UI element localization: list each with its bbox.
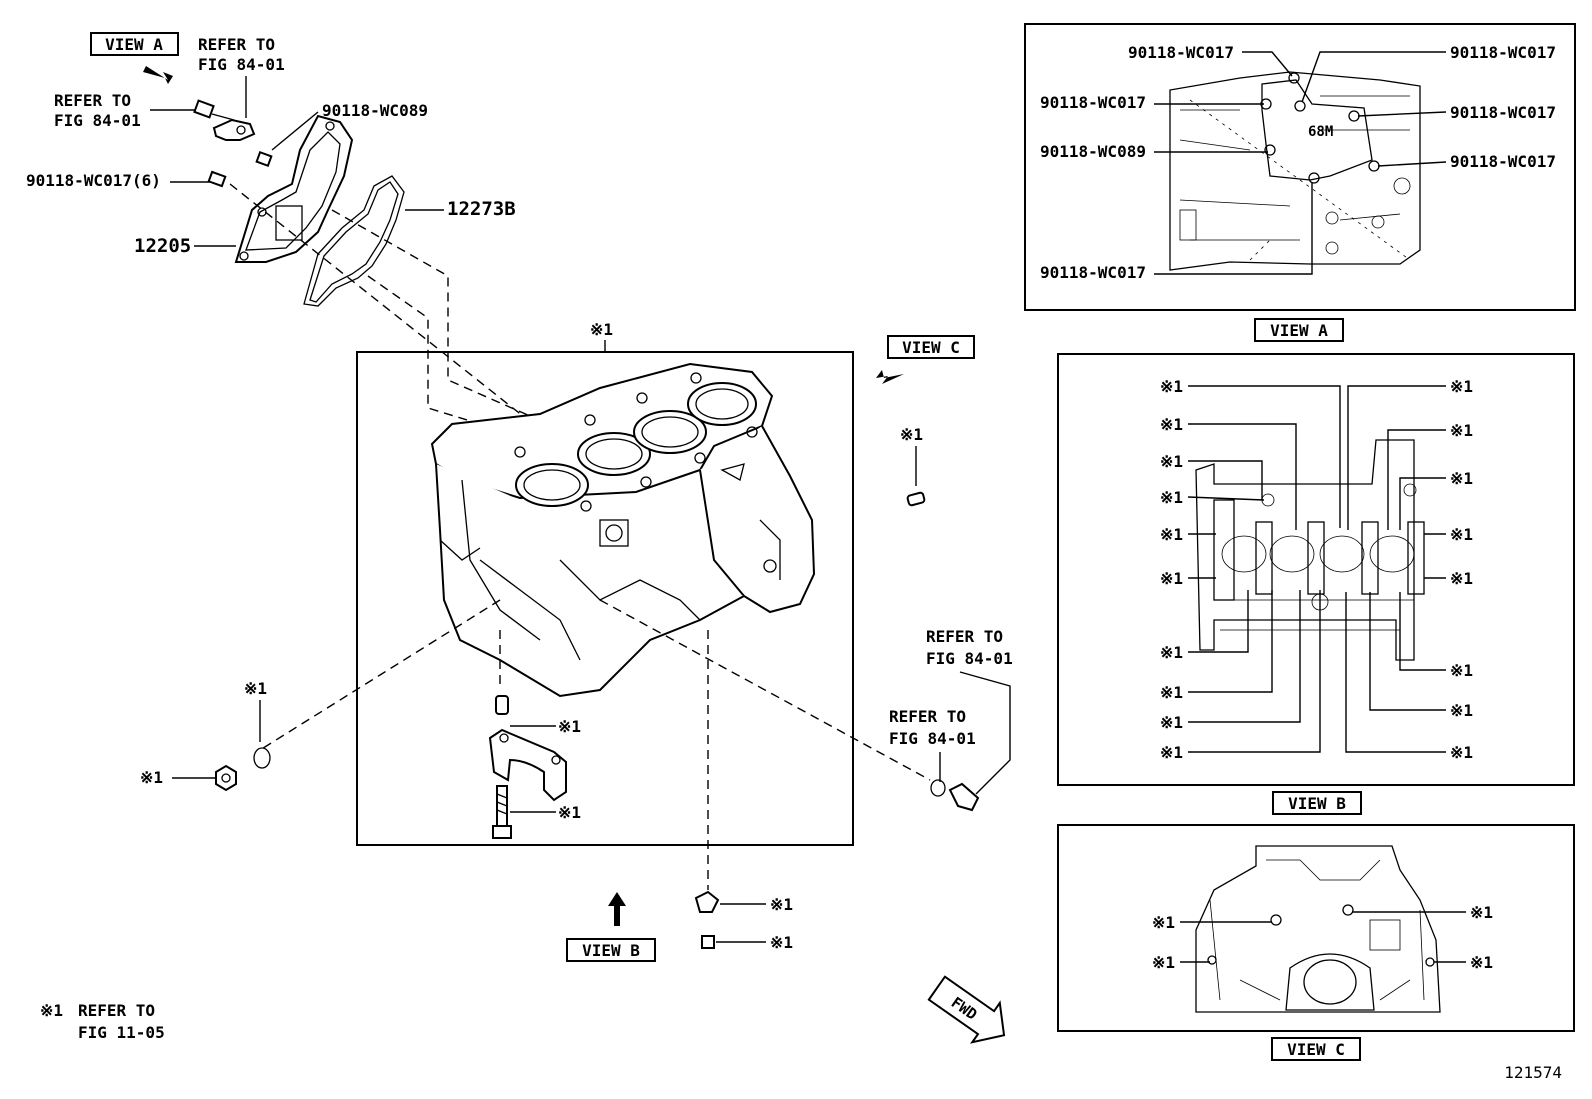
view-b-mark-r2[interactable]: ※1 xyxy=(1450,421,1473,440)
cover-12205-label[interactable]: 12205 xyxy=(134,235,191,257)
bearing-cap-icon[interactable] xyxy=(488,728,567,802)
view-b-mark-l2[interactable]: ※1 xyxy=(1160,415,1183,434)
timing-cover-12205[interactable] xyxy=(234,114,354,263)
illustration-id: 121574 xyxy=(1504,1063,1562,1082)
view-b-mark-r4[interactable]: ※1 xyxy=(1450,525,1473,544)
view-b-mark-r8[interactable]: ※1 xyxy=(1450,743,1473,762)
pin-icon[interactable] xyxy=(906,491,926,507)
view-b-mark-r5[interactable]: ※1 xyxy=(1450,569,1473,588)
view-b-panel xyxy=(1057,353,1575,786)
view-c-mark-l2[interactable]: ※1 xyxy=(1152,953,1175,972)
view-b-mark-l4[interactable]: ※1 xyxy=(1160,488,1183,507)
view-b-title-label: VIEW B xyxy=(1288,794,1346,813)
ref-mark-oring[interactable]: ※1 xyxy=(244,679,267,698)
refer-fig-84-01-b-line2[interactable]: FIG 84-01 xyxy=(54,111,141,130)
view-a-callout-r3[interactable]: 90118-WC017 xyxy=(1450,152,1556,171)
view-a-panel xyxy=(1024,23,1576,311)
view-b-tag-label: VIEW B xyxy=(582,941,640,960)
view-c-panel xyxy=(1057,824,1575,1032)
cap-bolt-icon[interactable] xyxy=(492,785,512,839)
bolt-90118-wc089-label[interactable]: 90118-WC089 xyxy=(322,101,428,120)
fwd-arrow-icon: FWD xyxy=(927,975,1006,1044)
view-a-title-label: VIEW A xyxy=(1270,321,1328,340)
refer-fig-84-01-d-line1[interactable]: REFER TO xyxy=(889,707,966,726)
view-b-arrow-icon xyxy=(608,892,626,926)
view-c-title: VIEW C xyxy=(1271,1037,1361,1061)
view-b-title: VIEW B xyxy=(1272,791,1362,815)
view-b-callouts-right: ※1 ※1 ※1 ※1 ※1 ※1 ※1 ※1 xyxy=(1345,377,1473,762)
view-b-mark-l10[interactable]: ※1 xyxy=(1160,743,1183,762)
view-a-tag[interactable]: VIEW A xyxy=(90,32,179,56)
view-b-mark-l9[interactable]: ※1 xyxy=(1160,713,1183,732)
view-c-tag[interactable]: VIEW C xyxy=(887,335,975,359)
view-b-mark-r6[interactable]: ※1 xyxy=(1450,661,1473,680)
gasket-12273b[interactable] xyxy=(303,175,405,307)
sensor-bolt-icon[interactable] xyxy=(193,99,235,121)
view-b-callouts-left: ※1 ※1 ※1 ※1 ※1 ※1 ※1 ※1 ※1 ※1 xyxy=(1160,377,1341,762)
view-a-callout-r1[interactable]: 90118-WC017 xyxy=(1450,43,1556,62)
drain-plug-icon[interactable] xyxy=(215,764,237,792)
refer-fig-84-01-a-line2[interactable]: FIG 84-01 xyxy=(198,55,285,74)
view-a-drawing: 68M xyxy=(1169,71,1421,271)
view-a-callout-l3[interactable]: 90118-WC089 xyxy=(1040,142,1146,161)
view-a-title: VIEW A xyxy=(1254,318,1344,342)
view-a-callout-l2[interactable]: 90118-WC017 xyxy=(1040,93,1146,112)
ref-mark-block[interactable]: ※1 xyxy=(590,320,613,339)
footnote-mark: ※1 xyxy=(40,1001,63,1020)
view-a-callout-r2[interactable]: 90118-WC017 xyxy=(1450,103,1556,122)
refer-fig-84-01-c-line2[interactable]: FIG 84-01 xyxy=(926,649,1013,668)
ref-mark-cap-bolt[interactable]: ※1 xyxy=(558,803,581,822)
sensor-icon[interactable] xyxy=(212,118,256,141)
view-a-arrow-icon xyxy=(143,66,173,84)
view-b-mark-r1[interactable]: ※1 xyxy=(1450,377,1473,396)
ref-mark-plug[interactable]: ※1 xyxy=(140,768,163,787)
oil-jet-bolt-icon[interactable] xyxy=(701,935,715,949)
refer-fig-84-01-c-line1[interactable]: REFER TO xyxy=(926,627,1003,646)
view-b-mark-l6[interactable]: ※1 xyxy=(1160,569,1183,588)
cylinder-block-assembly[interactable] xyxy=(430,362,816,698)
footnote-line1: REFER TO xyxy=(78,1001,155,1020)
ref-mark-oil-jet[interactable]: ※1 xyxy=(770,895,793,914)
bolt-90118-wc017-6-label[interactable]: 90118-WC017(6) xyxy=(26,171,161,190)
oil-pressure-sensor-icon[interactable] xyxy=(948,782,980,812)
view-c-tag-label: VIEW C xyxy=(902,338,960,357)
view-c-mark-r1[interactable]: ※1 xyxy=(1470,903,1493,922)
dowel-pin-icon[interactable] xyxy=(495,695,509,715)
gasket-12273b-label[interactable]: 12273B xyxy=(447,198,516,220)
view-a-callout-l4[interactable]: 90118-WC017 xyxy=(1040,263,1146,282)
oil-sensor-oring-icon[interactable] xyxy=(930,779,946,797)
ref-mark-pin[interactable]: ※1 xyxy=(900,425,923,444)
refer-fig-84-01-d-line2[interactable]: FIG 84-01 xyxy=(889,729,976,748)
view-c-drawing xyxy=(1195,845,1441,1013)
ref-mark-dowel[interactable]: ※1 xyxy=(558,717,581,736)
view-b-mark-l7[interactable]: ※1 xyxy=(1160,643,1183,662)
o-ring-icon[interactable] xyxy=(253,747,271,769)
view-b-mark-r3[interactable]: ※1 xyxy=(1450,469,1473,488)
view-b-mark-l3[interactable]: ※1 xyxy=(1160,452,1183,471)
view-b-drawing xyxy=(1195,439,1425,661)
view-c-mark-l1[interactable]: ※1 xyxy=(1152,913,1175,932)
bolt-wc017-icon[interactable] xyxy=(207,170,227,188)
view-c-arrow-icon xyxy=(876,370,904,384)
ref-mark-oil-jet-bolt[interactable]: ※1 xyxy=(770,933,793,952)
view-a-tag-label: VIEW A xyxy=(105,35,163,54)
view-a-callout-l1[interactable]: 90118-WC017 xyxy=(1128,43,1234,62)
footnote-line2: FIG 11-05 xyxy=(78,1023,165,1042)
view-b-mark-l5[interactable]: ※1 xyxy=(1160,525,1183,544)
view-c-title-label: VIEW C xyxy=(1287,1040,1345,1059)
view-a-stamp-68m: 68M xyxy=(1308,124,1333,140)
view-b-mark-r7[interactable]: ※1 xyxy=(1450,701,1473,720)
refer-fig-84-01-a-line1[interactable]: REFER TO xyxy=(198,35,275,54)
refer-fig-84-01-b-line1[interactable]: REFER TO xyxy=(54,91,131,110)
oil-jet-icon[interactable] xyxy=(694,890,720,913)
view-b-mark-l8[interactable]: ※1 xyxy=(1160,683,1183,702)
view-b-mark-l1[interactable]: ※1 xyxy=(1160,377,1183,396)
view-b-tag[interactable]: VIEW B xyxy=(566,938,656,962)
bolt-wc089-icon[interactable] xyxy=(255,150,273,168)
view-c-mark-r2[interactable]: ※1 xyxy=(1470,953,1493,972)
